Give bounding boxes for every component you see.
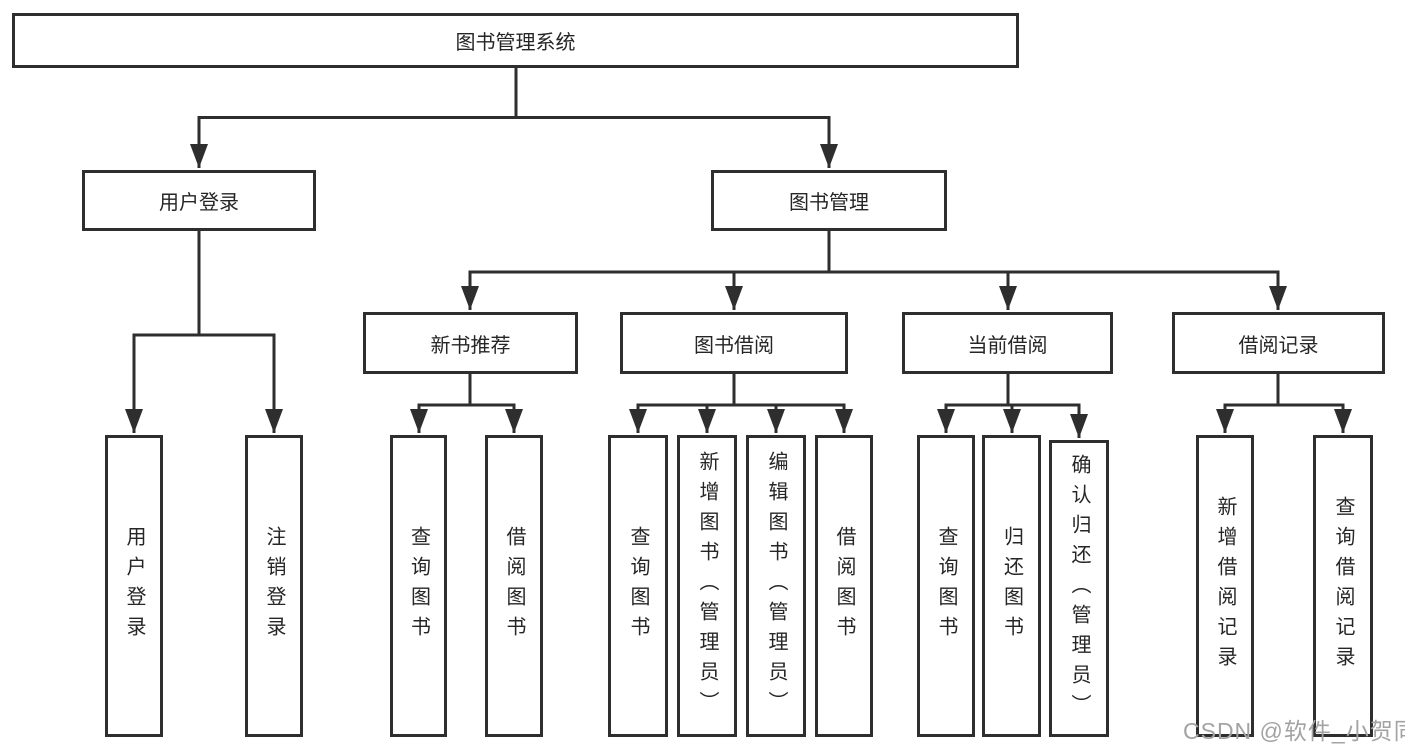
leaf-nb-query-books-label: 查询图书 — [407, 526, 430, 646]
leaf-nb-borrow-books-label: 借阅图书 — [503, 526, 525, 646]
leaf-br-query-record-label: 查询借阅记录 — [1332, 496, 1354, 676]
connector-book-mgmt-to-level3 — [461, 229, 1287, 310]
leaf-cb-confirm-return-admin-label: 确认归还（管理员） — [1068, 453, 1090, 724]
leaf-bb-borrow-books: 借阅图书 — [815, 435, 873, 737]
node-root-library-system: 图书管理系统 — [12, 13, 1019, 68]
node-current-borrowing: 当前借阅 — [902, 312, 1113, 374]
node-book-management: 图书管理 — [711, 170, 947, 231]
node-new-book-recommend: 新书推荐 — [363, 312, 578, 374]
connector-root-to-level2 — [190, 66, 838, 168]
connector-borrow-record-to-leaves — [1216, 372, 1352, 433]
leaf-bb-add-books-admin-label: 新增图书（管理员） — [696, 451, 718, 721]
leaf-bb-edit-books-admin-label: 编辑图书（管理员） — [765, 451, 787, 721]
leaf-br-query-record: 查询借阅记录 — [1313, 435, 1373, 737]
leaf-cb-confirm-return-admin: 确认归还（管理员） — [1049, 440, 1109, 737]
leaf-cb-query-books-label: 查询图书 — [935, 526, 957, 646]
leaf-cb-return-books: 归还图书 — [982, 435, 1041, 737]
leaf-nb-query-books: 查询图书 — [390, 435, 447, 737]
leaf-cb-query-books: 查询图书 — [917, 435, 975, 737]
connector-new-book-to-leaves — [410, 372, 523, 433]
node-user-login: 用户登录 — [82, 170, 316, 231]
leaf-cb-return-books-label: 归还图书 — [1000, 526, 1023, 646]
node-book-borrowing: 图书借阅 — [620, 312, 848, 374]
watermark-text: CSDN @软件_小贺同学 — [1183, 718, 1405, 744]
leaf-br-add-record-label: 新增借阅记录 — [1214, 496, 1236, 676]
leaf-bb-edit-books-admin: 编辑图书（管理员） — [746, 435, 806, 737]
connector-user-login-to-leaves — [125, 229, 283, 433]
leaf-nb-borrow-books: 借阅图书 — [485, 435, 543, 737]
leaf-user-login-label: 用户登录 — [123, 526, 145, 646]
leaf-logout-login-label: 注销登录 — [263, 526, 285, 646]
leaf-bb-query-books: 查询图书 — [608, 435, 668, 737]
leaf-bb-add-books-admin: 新增图书（管理员） — [677, 435, 737, 737]
leaf-user-login: 用户登录 — [105, 435, 163, 737]
leaf-br-add-record: 新增借阅记录 — [1196, 435, 1254, 737]
connector-current-borrow-to-leaves — [937, 372, 1088, 438]
leaf-bb-borrow-books-label: 借阅图书 — [833, 526, 855, 646]
connector-book-borrow-to-leaves — [629, 372, 853, 433]
node-borrowing-records: 借阅记录 — [1172, 312, 1385, 374]
leaf-bb-query-books-label: 查询图书 — [627, 526, 649, 646]
leaf-logout-login: 注销登录 — [245, 435, 303, 737]
